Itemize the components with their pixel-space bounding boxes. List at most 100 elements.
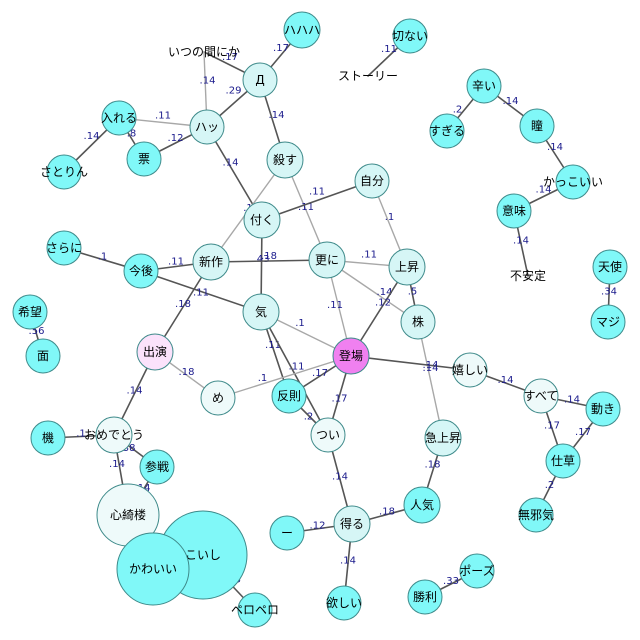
- edge-weight-label: .38: [120, 443, 136, 454]
- edge-weight-label: .14: [269, 110, 285, 121]
- node-ugoki[interactable]: 動き: [585, 391, 621, 427]
- node-ireru[interactable]: 入れる: [101, 100, 137, 136]
- edge-konkai-ki: [140, 270, 262, 313]
- node-sarani2[interactable]: 更に: [308, 241, 346, 279]
- node-label: 気: [255, 304, 267, 319]
- edge-weight-label: .14: [84, 131, 100, 142]
- node-label: ストーリー: [338, 69, 398, 83]
- node-jibun[interactable]: 自分: [354, 163, 390, 199]
- node-satorin[interactable]: さとりん: [40, 154, 88, 190]
- edge-weight-label: .18: [425, 460, 441, 471]
- edge-weight-label: .12: [375, 298, 391, 309]
- node-circle: [332, 337, 370, 375]
- edge-weight-label: .2: [453, 105, 463, 116]
- node-dash[interactable]: ー: [269, 515, 305, 551]
- node-peropero[interactable]: ペロペロ: [231, 592, 279, 628]
- node-sanka[interactable]: 参戦: [139, 449, 175, 485]
- node-circle: [310, 417, 346, 453]
- edge-weight-label: .14: [423, 363, 439, 374]
- node-label: 得る: [340, 516, 364, 531]
- node-omedetou[interactable]: おめでとう: [84, 416, 144, 454]
- node-mujaki[interactable]: 無邪気: [518, 497, 554, 533]
- node-circle: [116, 532, 190, 606]
- edge-weight-label: .18: [261, 251, 277, 262]
- node-karai[interactable]: 辛い: [466, 68, 502, 104]
- edge-weight-label: .34: [601, 287, 617, 298]
- edge-weight-label: .1: [258, 373, 268, 384]
- node-toujou[interactable]: 登場: [332, 337, 370, 375]
- node-circle: [592, 249, 628, 285]
- node-shigusa[interactable]: 仕草: [545, 443, 581, 479]
- node-tsuku[interactable]: 付く: [243, 201, 281, 239]
- node-hitomi[interactable]: 瞳: [519, 108, 555, 144]
- node-label: Д: [255, 73, 264, 87]
- node-pose[interactable]: ポーズ: [459, 553, 495, 589]
- node-hahaha[interactable]: ハハハ: [283, 11, 321, 49]
- node-shouri[interactable]: 勝利: [407, 579, 443, 615]
- node-label: 入れる: [101, 111, 137, 125]
- node-a[interactable]: Д: [242, 62, 278, 98]
- node-hoshii[interactable]: 欲しい: [326, 585, 362, 621]
- node-shinsaku[interactable]: 新作: [192, 243, 230, 281]
- edge-weight-label: .14: [536, 185, 552, 196]
- node-itsunomanika[interactable]: いつの間にか: [168, 45, 240, 59]
- node-label: ペロペロ: [231, 603, 279, 617]
- node-eru[interactable]: 得る: [333, 505, 371, 543]
- node-kikai[interactable]: 機: [30, 420, 66, 456]
- node-setsunai[interactable]: 切ない: [392, 18, 428, 54]
- node-circle: [545, 443, 581, 479]
- node-ureshii[interactable]: 嬉しい: [452, 352, 488, 388]
- node-kabu[interactable]: 株: [400, 304, 436, 340]
- node-kibou[interactable]: 希望: [12, 294, 48, 330]
- node-joushou[interactable]: 上昇: [388, 248, 426, 286]
- node-korosu[interactable]: 殺す: [266, 141, 304, 179]
- edge-weight-label: .17: [222, 52, 238, 63]
- node-label: おめでとう: [84, 428, 144, 442]
- node-circle: [424, 419, 462, 457]
- node-tsui[interactable]: つい: [310, 417, 346, 453]
- node-circle: [400, 304, 436, 340]
- node-label: 嬉しい: [452, 363, 488, 377]
- edge-kabu-kyuujoushou: [417, 321, 444, 439]
- node-kokoro[interactable]: 心綺楼: [96, 483, 160, 547]
- node-label: 殺す: [273, 153, 297, 167]
- edge-weight-label: .2: [304, 412, 314, 423]
- node-circle: [333, 505, 371, 543]
- node-circle: [496, 193, 532, 229]
- edge-weight-label: .11: [309, 187, 325, 198]
- node-hansoku[interactable]: 反則: [271, 378, 307, 414]
- node-circle: [459, 553, 495, 589]
- node-fuantei[interactable]: 不安定: [510, 268, 546, 283]
- node-label: 瞳: [531, 118, 543, 133]
- node-men[interactable]: 面: [25, 338, 61, 374]
- node-circle: [407, 579, 443, 615]
- node-maji[interactable]: マジ: [590, 304, 626, 340]
- node-ninki[interactable]: 人気: [403, 486, 441, 524]
- node-label: すべて: [524, 389, 559, 403]
- node-hatt[interactable]: ハッ: [189, 109, 225, 145]
- node-kawaii[interactable]: かわいい: [116, 532, 190, 606]
- node-hyou[interactable]: 票: [126, 141, 162, 177]
- node-sarani[interactable]: さらに: [46, 230, 82, 266]
- node-circle: [518, 497, 554, 533]
- node-imi[interactable]: 意味: [496, 193, 532, 229]
- node-tenshi[interactable]: 天使: [592, 249, 628, 285]
- node-me[interactable]: め: [200, 380, 236, 416]
- node-subete[interactable]: すべて: [523, 378, 559, 414]
- node-circle: [126, 141, 162, 177]
- node-kyuujoushou[interactable]: 急上昇: [424, 419, 462, 457]
- edge-weight-label: .14: [109, 459, 125, 470]
- edge-weight-label: .17: [312, 368, 328, 379]
- node-label: ポーズ: [459, 563, 494, 578]
- node-story[interactable]: ストーリー: [338, 69, 398, 83]
- node-circle: [585, 391, 621, 427]
- node-ki[interactable]: 気: [242, 293, 280, 331]
- node-konkai[interactable]: 今後: [123, 253, 159, 289]
- node-sugiru[interactable]: すぎる: [429, 113, 465, 149]
- node-label: 勝利: [413, 589, 437, 604]
- node-label: 急上昇: [425, 430, 461, 445]
- node-kakkoii[interactable]: かっこいい: [543, 164, 603, 200]
- node-label: かっこいい: [543, 175, 603, 189]
- node-circle: [242, 293, 280, 331]
- node-shutsuen[interactable]: 出演: [136, 333, 174, 371]
